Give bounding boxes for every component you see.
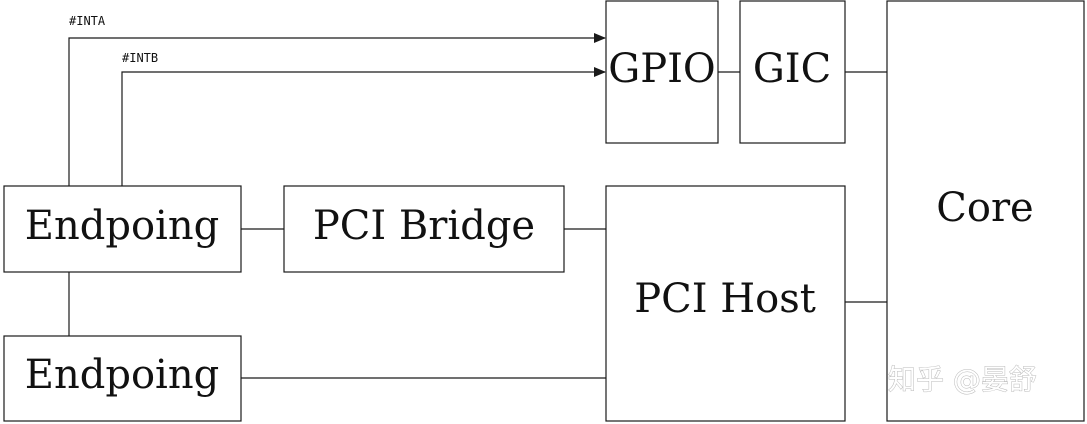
gpio-box bbox=[605, 0, 719, 144]
connections bbox=[241, 71, 887, 379]
intb-line bbox=[121, 67, 606, 186]
pci-host-label: PCI Host bbox=[634, 276, 816, 322]
endpoint-top-label: Endpoing bbox=[25, 203, 219, 249]
pci-bridge-label: PCI Bridge bbox=[313, 203, 535, 249]
pci-host-box bbox=[605, 185, 846, 422]
endpoint-top-box bbox=[3, 185, 242, 273]
endpoint-bottom-label: Endpoing bbox=[25, 352, 219, 398]
pci-bridge-box bbox=[283, 185, 565, 273]
core-block: Core bbox=[886, 0, 1085, 422]
watermark: 知乎 @晏舒 bbox=[888, 363, 1037, 396]
core-label: Core bbox=[936, 185, 1033, 231]
pci-bridge-block: PCI Bridge bbox=[283, 185, 565, 273]
gpio-block: GPIO bbox=[605, 0, 719, 144]
endpoint-bottom-box bbox=[3, 335, 242, 422]
gpio-label: GPIO bbox=[608, 46, 715, 92]
core-box bbox=[886, 0, 1085, 422]
interrupt-lines: #INTA #INTB bbox=[68, 14, 606, 336]
inta-label: #INTA bbox=[69, 14, 106, 28]
gic-label: GIC bbox=[753, 46, 831, 92]
endpoint-bottom-block: Endpoing bbox=[3, 335, 242, 422]
intb-label: #INTB bbox=[122, 51, 158, 65]
gic-block: GIC bbox=[739, 0, 846, 144]
endpoint-top-block: Endpoing bbox=[3, 185, 242, 273]
pci-host-block: PCI Host bbox=[605, 185, 846, 422]
gic-box bbox=[739, 0, 846, 144]
